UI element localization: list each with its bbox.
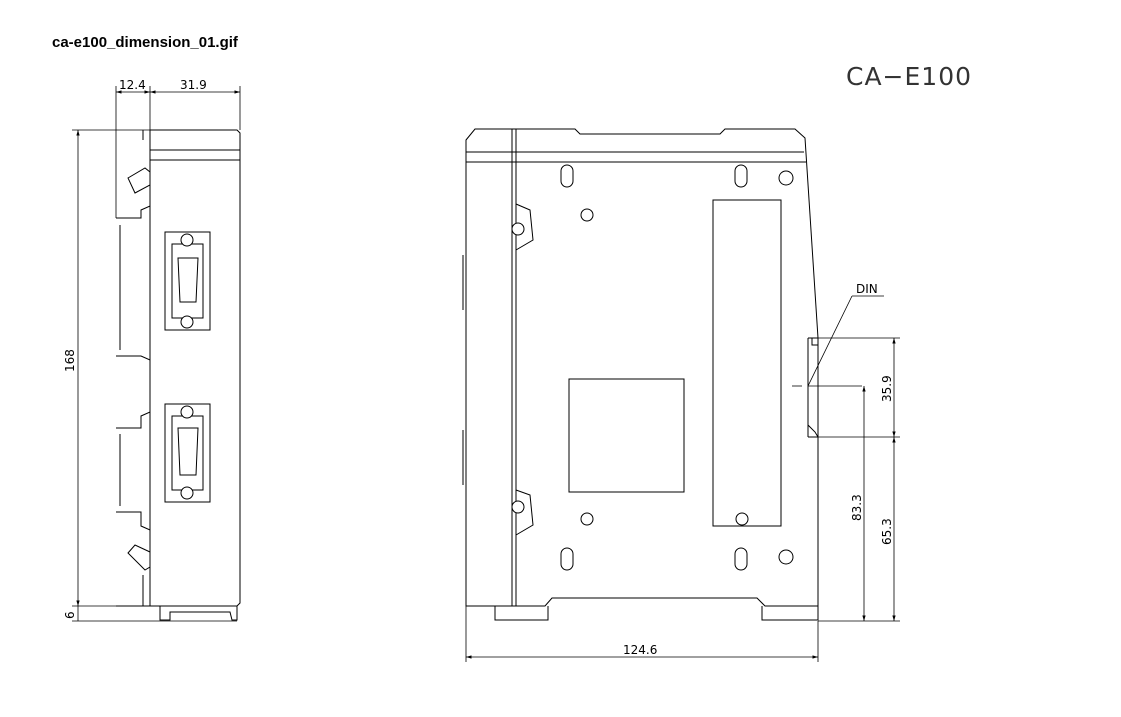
file-title: ca-e100_dimension_01.gif	[52, 34, 238, 51]
dim-height: 168	[63, 349, 77, 372]
label-din: DIN	[856, 282, 878, 296]
side-view: 12.4 31.9 168 6	[63, 78, 241, 622]
dim-width: 124.6	[623, 643, 657, 657]
dim-bottom-offset: 6	[63, 611, 77, 619]
dim-din-center-height: 83.3	[850, 494, 864, 521]
dim-din-bottom-height: 65.3	[880, 518, 894, 545]
front-view: DIN 35.9 83.3 65.3 124.6	[462, 128, 900, 662]
model-label: CA−E100	[846, 62, 972, 91]
dim-side-depth-body: 31.9	[180, 78, 207, 92]
dim-din-rail-width: 35.9	[880, 375, 894, 402]
dim-side-depth-front: 12.4	[119, 78, 146, 92]
